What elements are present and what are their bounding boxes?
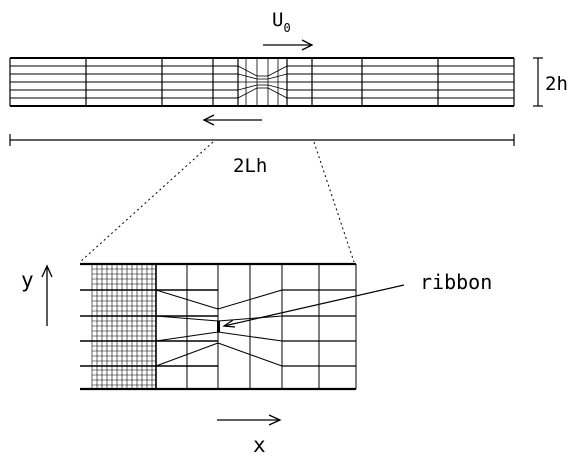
ribbon-pointer-arrow xyxy=(222,284,405,328)
zoomed-channel-mesh xyxy=(80,262,357,391)
zoom-guide-lines xyxy=(79,141,355,263)
y-axis-arrow xyxy=(41,264,53,326)
full-channel-mesh xyxy=(9,57,515,107)
left-horizontal-grid xyxy=(10,65,238,99)
ribbon-element xyxy=(217,321,220,332)
fine-mesh-region xyxy=(91,264,157,389)
right-horizontal-grid xyxy=(287,65,514,99)
zoom-horizontal-grid xyxy=(80,289,218,367)
x-axis-label: x xyxy=(253,433,266,457)
length-dimension xyxy=(9,134,515,146)
length-label: 2Lh xyxy=(233,155,267,177)
velocity-arrow-right xyxy=(263,39,314,51)
velocity-arrow-left xyxy=(202,114,262,126)
central-converging-grid xyxy=(237,58,288,106)
velocity-label: U0 xyxy=(272,9,291,35)
ribbon-label: ribbon xyxy=(420,270,492,294)
height-label: 2h xyxy=(545,73,568,95)
height-bracket xyxy=(533,57,543,107)
y-axis-label: y xyxy=(21,268,34,292)
x-axis-arrow xyxy=(217,414,282,426)
zoom-vertical-grid xyxy=(155,264,357,389)
